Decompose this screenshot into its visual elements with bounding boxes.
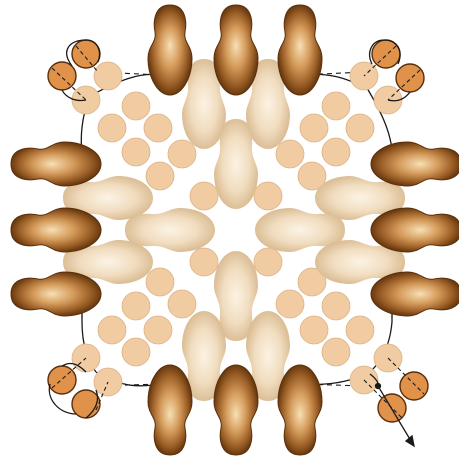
corner-dashed-thread xyxy=(52,46,424,418)
dark-dagger-bead xyxy=(371,208,459,252)
seed-bead xyxy=(168,290,196,318)
seed-bead xyxy=(300,316,328,344)
seed-bead xyxy=(190,248,218,276)
seed-bead xyxy=(254,248,282,276)
dark-dagger-bead xyxy=(371,272,459,316)
seed-bead xyxy=(346,316,374,344)
orange-round-bead xyxy=(378,394,406,422)
pale-dagger-beads xyxy=(63,59,405,401)
dark-dagger-bead xyxy=(371,142,459,186)
seed-bead xyxy=(322,92,350,120)
seed-bead xyxy=(168,140,196,168)
seed-bead xyxy=(94,62,122,90)
dark-dagger-bead xyxy=(11,142,101,186)
seed-bead xyxy=(276,290,304,318)
orange-round-bead xyxy=(396,64,424,92)
dark-dagger-beads xyxy=(11,5,459,455)
seed-bead xyxy=(322,138,350,166)
seed-bead xyxy=(300,114,328,142)
dark-dagger-bead xyxy=(148,5,192,95)
seed-bead xyxy=(122,138,150,166)
seed-bead xyxy=(254,182,282,210)
seed-bead xyxy=(322,338,350,366)
seed-bead xyxy=(322,292,350,320)
dark-dagger-bead xyxy=(278,5,322,95)
seed-bead xyxy=(190,182,218,210)
thread-end-arrow xyxy=(406,436,414,446)
seed-bead xyxy=(122,92,150,120)
seed-bead xyxy=(98,316,126,344)
seed-beads xyxy=(72,62,402,396)
orange-round-bead xyxy=(48,366,76,394)
seed-bead xyxy=(144,114,172,142)
pale-dagger-bead xyxy=(214,119,258,209)
seed-bead xyxy=(122,338,150,366)
dark-dagger-bead xyxy=(214,365,258,455)
dark-dagger-bead xyxy=(11,208,101,252)
orange-round-bead xyxy=(72,390,100,418)
orange-round-bead xyxy=(48,62,76,90)
dark-dagger-bead xyxy=(214,5,258,95)
seed-bead xyxy=(146,162,174,190)
seed-bead xyxy=(98,114,126,142)
seed-bead xyxy=(276,140,304,168)
seed-bead xyxy=(122,292,150,320)
orange-round-bead xyxy=(400,372,428,400)
corner-thread-loops xyxy=(49,40,410,418)
dark-dagger-bead xyxy=(11,272,101,316)
seed-bead xyxy=(346,114,374,142)
dark-dagger-bead xyxy=(148,365,192,455)
seed-bead xyxy=(146,268,174,296)
dark-dagger-bead xyxy=(278,365,322,455)
seed-bead xyxy=(144,316,172,344)
